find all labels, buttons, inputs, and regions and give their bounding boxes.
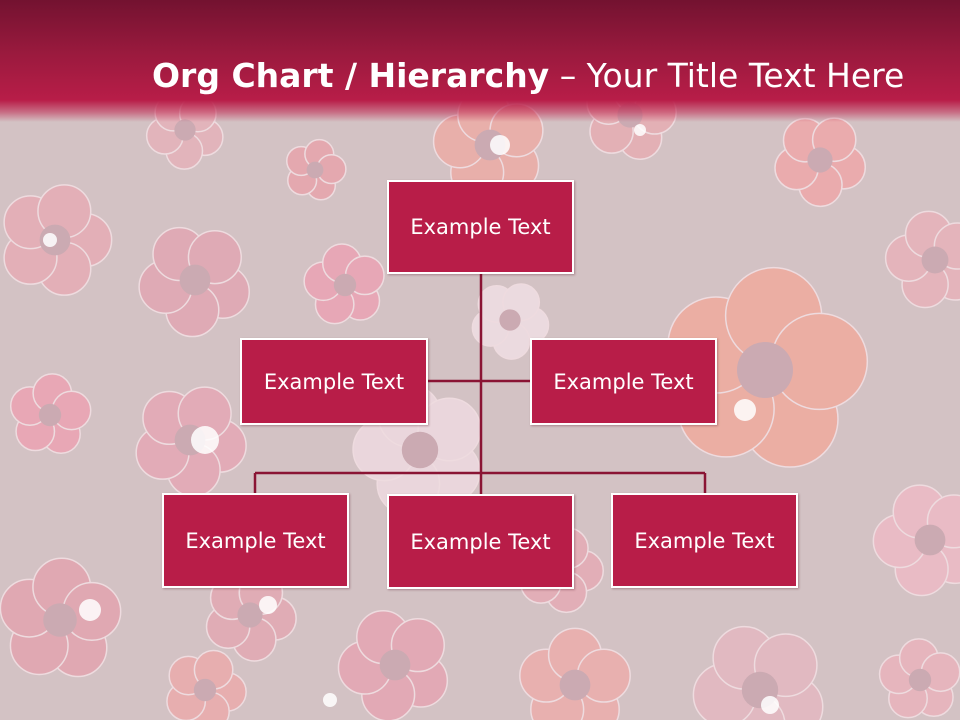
- flower-decoration: [878, 638, 960, 719]
- flower-decoration: [692, 625, 824, 720]
- dot-decoration: [191, 426, 219, 454]
- org-node-child-1[interactable]: Example Text: [162, 493, 349, 588]
- org-node-assistant-left[interactable]: Example Text: [240, 338, 428, 425]
- dot-decoration: [259, 596, 277, 614]
- org-node-root[interactable]: Example Text: [387, 180, 574, 274]
- flower-decoration: [352, 383, 482, 516]
- flower-decoration: [286, 138, 347, 201]
- dot-decoration: [490, 135, 510, 155]
- flower-decoration: [774, 117, 867, 208]
- flower-decoration: [337, 610, 449, 720]
- flower-decoration: [519, 627, 631, 720]
- dot-decoration: [761, 696, 779, 714]
- org-node-child-2[interactable]: Example Text: [387, 494, 574, 589]
- title-rest: – Your Title Text Here: [549, 56, 905, 95]
- flower-decoration: [884, 210, 960, 309]
- dot-decoration: [79, 599, 101, 621]
- flower-decoration: [872, 484, 960, 597]
- org-node-assistant-right[interactable]: Example Text: [530, 338, 717, 425]
- dot-decoration: [43, 233, 57, 247]
- title-bar: [0, 0, 960, 122]
- flower-decoration: [166, 649, 247, 720]
- flower-decoration: [138, 226, 250, 338]
- dot-decoration: [323, 693, 337, 707]
- flower-decoration: [3, 184, 113, 296]
- dot-decoration: [734, 399, 756, 421]
- flower-decoration: [303, 243, 385, 325]
- org-node-child-3[interactable]: Example Text: [611, 493, 798, 588]
- dot-decoration: [634, 124, 646, 136]
- flower-decoration: [9, 373, 92, 455]
- title-bold: Org Chart / Hierarchy: [152, 56, 550, 95]
- slide-title: Org Chart / Hierarchy – Your Title Text …: [152, 52, 932, 100]
